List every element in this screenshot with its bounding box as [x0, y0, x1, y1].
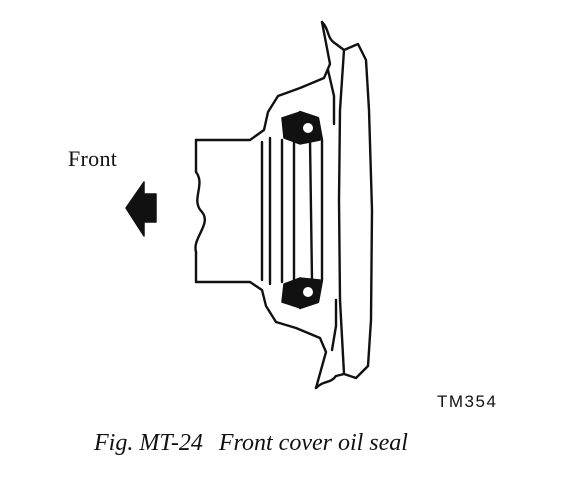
caption-number: Fig. MT-24	[94, 430, 203, 456]
oil-seal-inner	[308, 138, 314, 282]
housing-inner-upper	[326, 68, 336, 126]
front-direction-label: Front	[68, 146, 118, 171]
wall-break-top	[320, 20, 346, 52]
figure-caption: Fig. MT-24 Front cover oil seal	[94, 430, 408, 457]
garter-spring-lower	[301, 285, 315, 299]
seal-lip-lower	[281, 277, 321, 309]
shaft-break	[194, 170, 206, 254]
arrow-left-icon	[125, 181, 157, 237]
housing-lower-profile	[194, 280, 328, 390]
caption-title: Front cover oil seal	[218, 430, 408, 456]
wall-break-bottom	[314, 372, 346, 390]
flange-plate	[337, 42, 374, 380]
housing-upper-profile	[194, 20, 332, 142]
housing-inner-lower	[330, 298, 338, 352]
seal-lip-upper	[281, 111, 321, 145]
drawing-code: TM354	[437, 392, 498, 411]
garter-spring-upper	[301, 121, 315, 135]
